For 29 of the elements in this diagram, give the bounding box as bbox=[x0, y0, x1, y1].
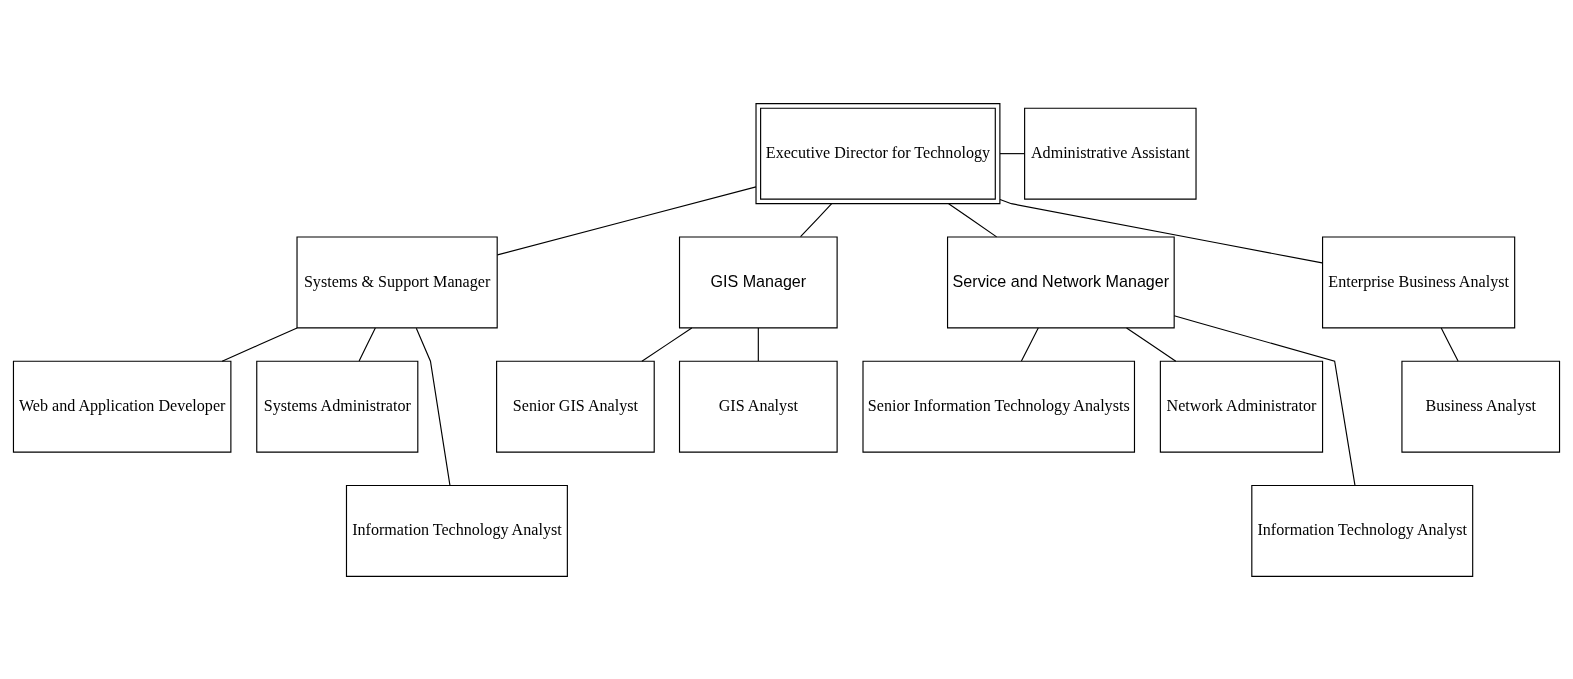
connector bbox=[799, 202, 833, 237]
connector bbox=[1020, 326, 1039, 362]
node-box: Business Analyst bbox=[1401, 360, 1561, 453]
node-box: Service and Network Manager bbox=[946, 235, 1175, 328]
node-box: Information Technology Analyst bbox=[1251, 484, 1474, 577]
node-box: Systems Administrator bbox=[256, 360, 419, 453]
connector bbox=[999, 198, 1323, 263]
connector bbox=[221, 326, 298, 362]
node-box: Administrative Assistant bbox=[1024, 107, 1197, 200]
connector bbox=[358, 326, 376, 362]
node-box: Executive Director for Technology bbox=[755, 102, 1001, 204]
node-box: Systems & Support Manager bbox=[296, 235, 498, 328]
connector bbox=[1440, 326, 1459, 362]
node-box: Senior GIS Analyst bbox=[496, 360, 655, 453]
connector bbox=[948, 202, 998, 237]
node-box: Senior Information Technology Analysts bbox=[862, 360, 1136, 453]
node-box: GIS Manager bbox=[678, 235, 838, 328]
connector bbox=[415, 327, 451, 486]
node-box: Enterprise Business Analyst bbox=[1322, 235, 1516, 328]
node-box: Information Technology Analyst bbox=[345, 484, 568, 577]
node-box: GIS Analyst bbox=[678, 360, 838, 453]
node-box: Network Administrator bbox=[1159, 360, 1324, 453]
connector bbox=[1126, 326, 1177, 362]
connector bbox=[1173, 314, 1356, 486]
connector bbox=[757, 326, 759, 362]
node-box: Web and Application Developer bbox=[12, 360, 232, 453]
connector bbox=[999, 152, 1026, 154]
connector bbox=[641, 326, 693, 362]
connector bbox=[496, 185, 757, 255]
